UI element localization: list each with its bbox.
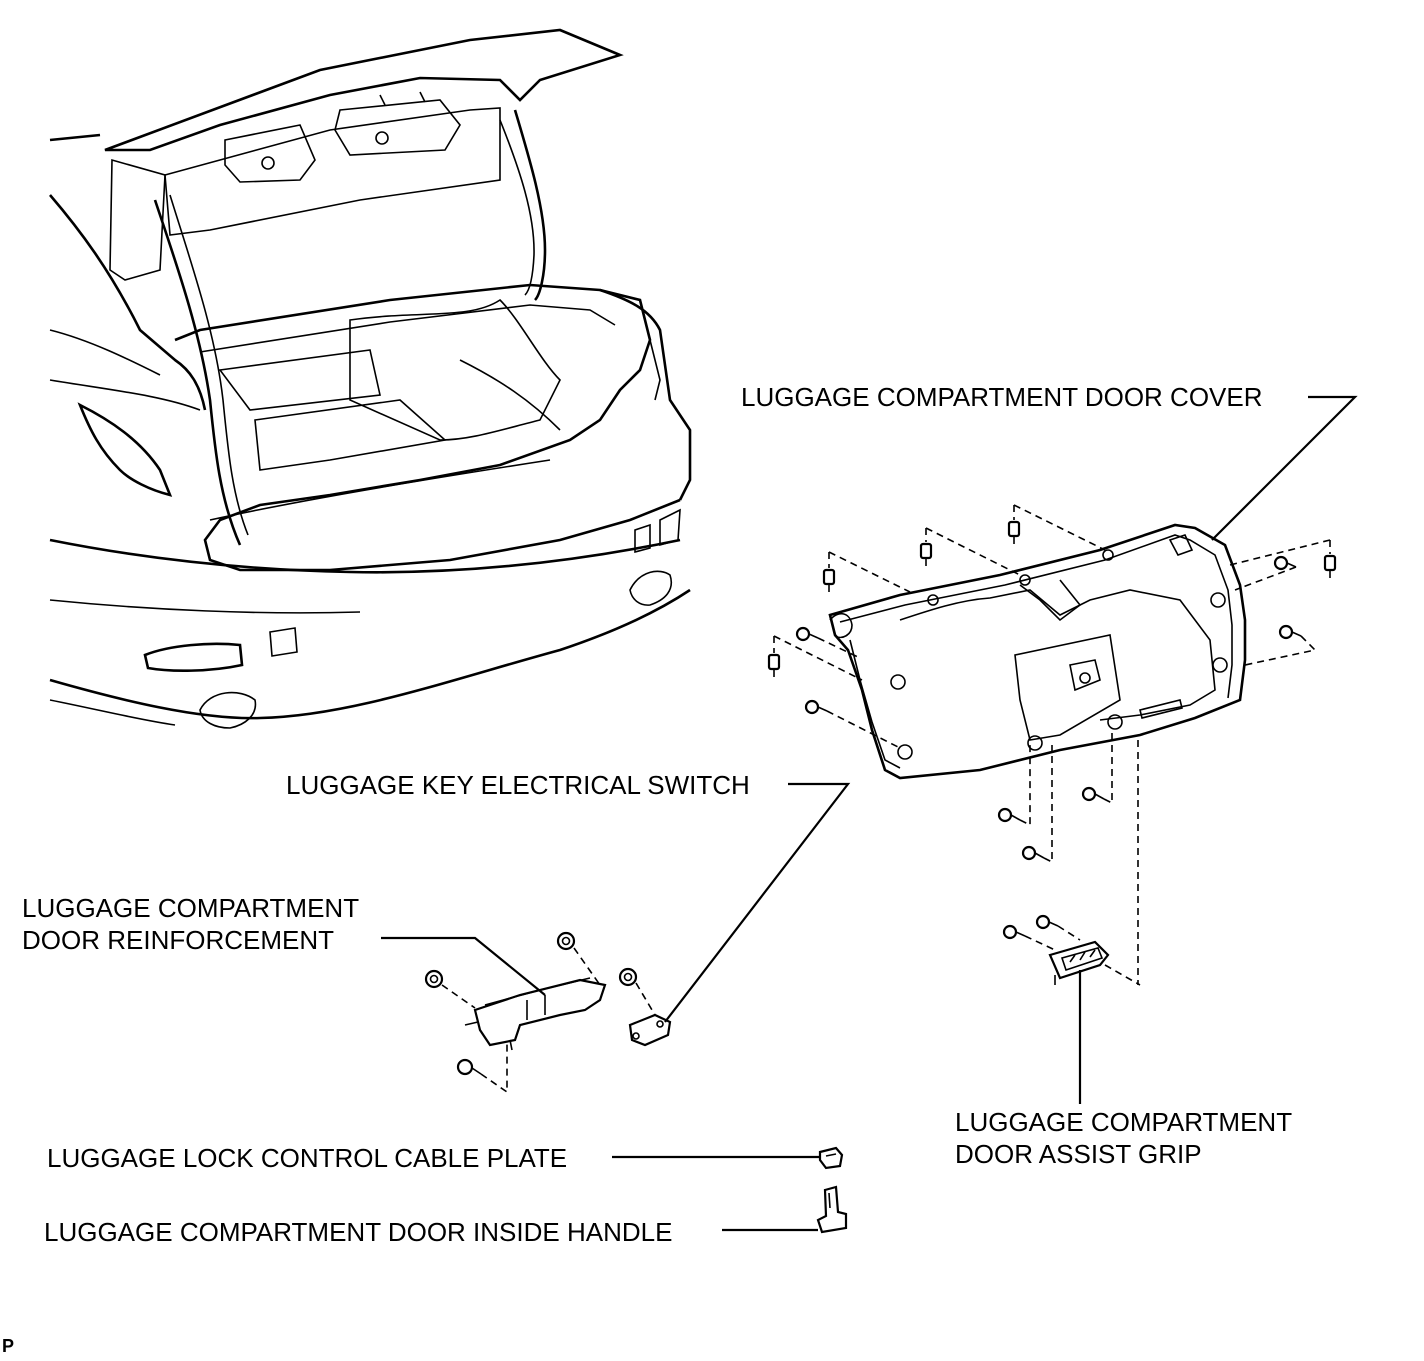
bolt-icon <box>1278 624 1302 640</box>
bolt-icon <box>1273 555 1297 571</box>
nut-icon <box>424 969 444 989</box>
clip-icon <box>1323 554 1337 578</box>
door-cover-fasteners <box>767 504 1337 986</box>
assist-grip-part <box>1048 940 1110 985</box>
leader-key-switch <box>664 782 851 1023</box>
label-assist-grip: LUGGAGE COMPARTMENT DOOR ASSIST GRIP <box>955 1107 1293 1169</box>
clip-icon <box>822 568 836 592</box>
key-switch-part <box>628 1013 672 1047</box>
bolt-icon <box>1002 924 1026 940</box>
bolt-icon <box>795 626 819 642</box>
clip-icon <box>1007 520 1021 544</box>
bolt-icon <box>804 699 828 715</box>
bolt-icon <box>997 807 1021 823</box>
nut-icon <box>618 967 638 987</box>
bolt-icon <box>1081 786 1105 802</box>
nut-icon <box>556 931 576 951</box>
bolt-icon <box>1035 914 1059 930</box>
leader-door-cover <box>1211 395 1358 541</box>
clip-icon <box>919 542 933 566</box>
label-cable-plate: LUGGAGE LOCK CONTROL CABLE PLATE <box>47 1143 568 1173</box>
label-key-switch: LUGGAGE KEY ELECTRICAL SWITCH <box>286 770 750 800</box>
leader-reinforcement <box>381 936 546 996</box>
label-reinforcement: LUGGAGE COMPARTMENT DOOR REINFORCEMENT <box>22 893 360 955</box>
inside-handle-part <box>816 1185 848 1234</box>
door-cover-part <box>828 523 1247 780</box>
reinforcement-bracket <box>464 977 607 1051</box>
label-inside-handle: LUGGAGE COMPARTMENT DOOR INSIDE HANDLE <box>44 1217 673 1247</box>
bolt-icon <box>1021 845 1045 861</box>
car-rear-illustration <box>49 28 692 729</box>
cable-plate-part <box>818 1146 844 1170</box>
figure-code: P <box>2 1336 15 1356</box>
clip-icon <box>767 653 781 677</box>
bolt-icon <box>456 1058 482 1076</box>
label-door-cover: LUGGAGE COMPARTMENT DOOR COVER <box>741 382 1263 412</box>
